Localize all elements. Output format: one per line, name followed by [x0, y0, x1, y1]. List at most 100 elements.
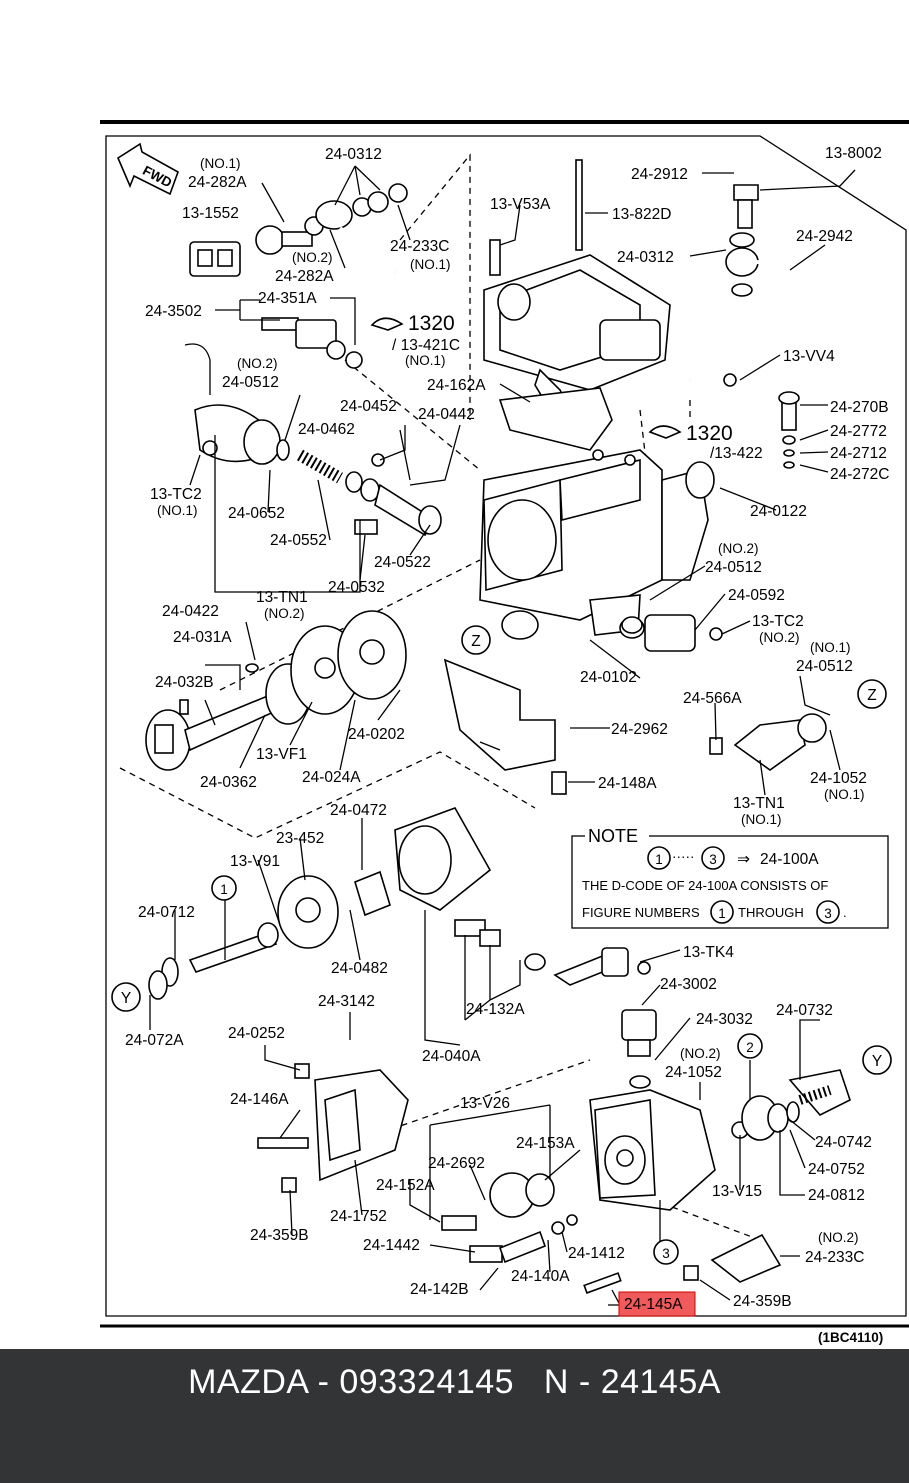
label-24-0512-c: 24-0512: [796, 658, 853, 675]
label-24-0532: 24-0532: [328, 579, 385, 596]
svg-text:·····: ·····: [672, 849, 694, 864]
label-13-TN1-a: 13-TN1: [256, 589, 308, 606]
callout-y-right: Y: [862, 1045, 892, 1075]
label-1320-b: 1320: [686, 422, 733, 445]
label-24-142B: 24-142B: [410, 1281, 469, 1298]
banjo-bolt: [255, 216, 324, 255]
fuel-pipe-left: [315, 183, 408, 274]
label-no1-c: (NO.1): [405, 353, 446, 368]
fuel-cut-solenoid: [553, 947, 657, 1089]
label-24-1412: 24-1412: [568, 1245, 625, 1262]
connector-swoosh-icons: [370, 317, 682, 439]
callout-3: 3: [653, 1239, 679, 1265]
label-24-162A: 24-162A: [427, 377, 486, 394]
label-24-0732: 24-0732: [776, 1002, 833, 1019]
label-24-0752: 24-0752: [808, 1161, 865, 1178]
label-24-0252: 24-0252: [228, 1025, 285, 1042]
diagram-frame: [100, 120, 909, 1328]
callout-z-left: Z: [461, 625, 491, 655]
label-13-1552: 13-1552: [182, 205, 239, 222]
label-24-0122: 24-0122: [750, 503, 807, 520]
svg-text:Z: Z: [471, 633, 480, 650]
label-24-0202: 24-0202: [348, 726, 405, 743]
label-no2-f: (NO.2): [680, 1046, 721, 1061]
svg-text:THROUGH: THROUGH: [738, 905, 804, 920]
label-24-040A: 24-040A: [422, 1048, 481, 1065]
leader-lines: [149, 165, 856, 1306]
label-24-0362: 24-0362: [200, 774, 257, 791]
label-no2-b: (NO.2): [237, 356, 278, 371]
label-24-2942: 24-2942: [796, 228, 853, 245]
check-valve-parts: [778, 391, 800, 469]
label-24-1442: 24-1442: [363, 1237, 420, 1254]
label-24-282A-1: 24-282A: [188, 174, 247, 191]
label-24-233C-b: 24-233C: [805, 1249, 864, 1266]
label-24-146A: 24-146A: [230, 1091, 289, 1108]
part-number-text: MAZDA - 093324145 N - 24145A: [188, 1363, 721, 1401]
label-23-452: 23-452: [276, 830, 324, 847]
label-13-V26: 13-V26: [460, 1095, 510, 1112]
label-13-TN1-b: 13-TN1: [733, 795, 785, 812]
label-24-0312-top: 24-0312: [325, 146, 382, 163]
label-13-VF1: 13-VF1: [256, 746, 307, 763]
label-no2-d: (NO.2): [718, 541, 759, 556]
callout-z-right: Z: [857, 679, 887, 709]
label-24-0552: 24-0552: [270, 532, 327, 549]
highlight-box: [618, 1291, 696, 1317]
distributor-head: [589, 1089, 716, 1211]
label-13-V53A: 13-V53A: [490, 196, 551, 213]
label-13-V91: 13-V91: [230, 853, 280, 870]
delivery-valve-parts: [441, 1172, 782, 1294]
label-24-3502: 24-3502: [145, 303, 202, 320]
label-24-0442: 24-0442: [418, 406, 475, 423]
svg-text:1: 1: [718, 906, 726, 921]
label-24-0652: 24-0652: [228, 505, 285, 522]
label-24-132A: 24-132A: [466, 1001, 525, 1018]
svg-text:NOTE: NOTE: [588, 826, 638, 846]
label-no1-g: (NO.1): [741, 812, 782, 827]
label-24-566A: 24-566A: [683, 690, 742, 707]
label-13-TC2-b: 13-TC2: [752, 613, 804, 630]
label-no2-c: (NO.2): [264, 606, 305, 621]
label-24-0452: 24-0452: [340, 398, 397, 415]
label-24-0482: 24-0482: [331, 960, 388, 977]
mounting-bracket: [443, 658, 567, 795]
label-24-0472: 24-0472: [330, 802, 387, 819]
label-24-359B-b: 24-359B: [733, 1293, 792, 1310]
label-24-351A: 24-351A: [258, 290, 317, 307]
label-24-272C: 24-272C: [830, 466, 889, 483]
label-24-1752: 24-1752: [330, 1208, 387, 1225]
label-24-0812: 24-0812: [808, 1187, 865, 1204]
diagram-code: (1BC4110): [818, 1330, 883, 1345]
label-24-153A: 24-153A: [516, 1135, 575, 1152]
label-24-032B: 24-032B: [155, 674, 214, 691]
svg-text:1: 1: [220, 882, 228, 897]
label-24-3032: 24-3032: [696, 1011, 753, 1028]
label-24-0102: 24-0102: [580, 669, 637, 686]
lower-bracket: [257, 1063, 409, 1193]
svg-text:Z: Z: [867, 687, 876, 704]
label-13-V15: 13-V15: [712, 1183, 762, 1200]
note-box: NOTE 1 ····· 3 ⇒ 24-100A THE D-CODE OF 2…: [571, 826, 889, 929]
label-24-0312-b: 24-0312: [617, 249, 674, 266]
drive-shaft-assembly: [145, 610, 407, 771]
label-24-359B-a: 24-359B: [250, 1227, 309, 1244]
label-24-140A: 24-140A: [511, 1268, 570, 1285]
solenoid-sensor: [261, 317, 363, 369]
pump-housing: [479, 449, 715, 640]
label-24-0592: 24-0592: [728, 587, 785, 604]
label-24-031A: 24-031A: [173, 629, 232, 646]
label-24-148A: 24-148A: [598, 775, 657, 792]
temperature-sensor: [621, 614, 827, 771]
label-24-0512-b: 24-0512: [705, 559, 762, 576]
exploded-parts-diagram: FWD: [100, 120, 909, 1345]
svg-text:THE D-CODE OF 24-100A CONSISTS: THE D-CODE OF 24-100A CONSISTS OF: [582, 878, 828, 893]
governor-assembly: [148, 807, 546, 1000]
callout-2: 2: [737, 1033, 763, 1059]
label-no1-d: (NO.1): [157, 503, 198, 518]
svg-text:Y: Y: [121, 990, 131, 1007]
part-number-footer: MAZDA - 093324145 N - 24145A: [0, 1349, 909, 1483]
label-24-2712: 24-2712: [830, 445, 887, 462]
label-24-2772: 24-2772: [830, 423, 887, 440]
label-24-0742: 24-0742: [815, 1134, 872, 1151]
